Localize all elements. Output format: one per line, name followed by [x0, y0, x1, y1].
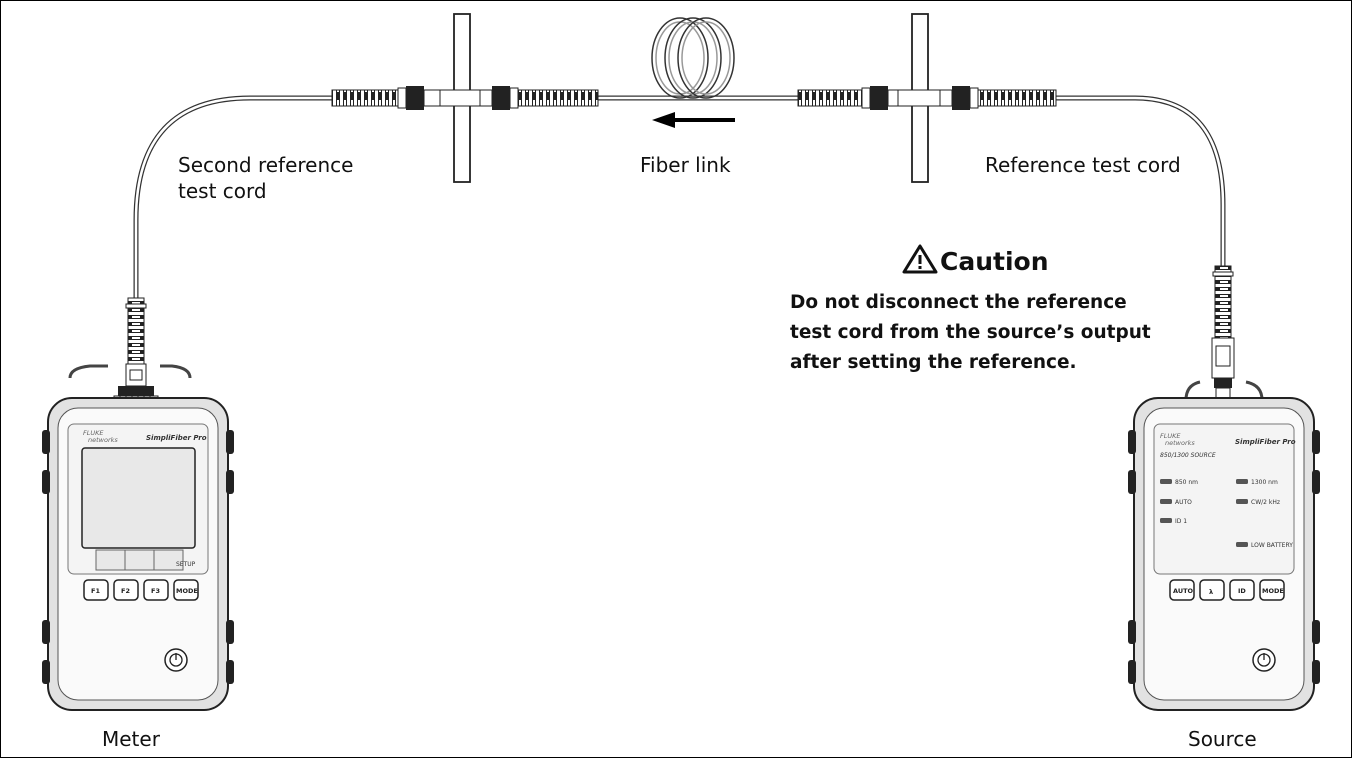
meter-setup-label: SETUP	[176, 561, 196, 568]
connector-right-outer	[939, 86, 1057, 110]
source-key-lambda[interactable]: λ	[1209, 588, 1213, 596]
source-model: SimpliFiber Pro	[1235, 438, 1296, 446]
meter-key-f2[interactable]: F2	[121, 587, 130, 595]
led-auto-label: AUTO	[1175, 499, 1192, 506]
connector-right-inner	[797, 86, 909, 110]
led-1300-label: 1300 nm	[1251, 479, 1278, 486]
left-coupler	[439, 13, 485, 183]
second-reference-label-1: Second reference	[178, 153, 353, 177]
source-brand-sub: networks	[1165, 439, 1195, 447]
fiber-spool	[651, 17, 735, 99]
connector-left-inner	[479, 86, 599, 110]
caution-line-2: test cord from the source’s output	[790, 322, 1151, 343]
connector-left-outer	[331, 86, 455, 110]
source-key-auto[interactable]: AUTO	[1173, 587, 1194, 595]
meter-key-f1[interactable]: F1	[91, 587, 100, 595]
source-led-panel: 850 nm 1300 nm AUTO CW/2 kHz ID 1 LOW BA…	[1160, 479, 1293, 549]
meter-model: SimpliFiber Pro	[146, 434, 207, 442]
source-label: Source	[1188, 727, 1257, 751]
led-cw-label: CW/2 kHz	[1251, 499, 1280, 506]
source-brand: FLUKE	[1160, 432, 1181, 440]
led-850-label: 850 nm	[1175, 479, 1198, 486]
meter-device: FLUKE networks SimpliFiber Pro SETUP F1 …	[42, 364, 234, 711]
led-battery-label: LOW BATTERY	[1251, 542, 1293, 549]
meter-key-f3[interactable]: F3	[151, 587, 160, 595]
source-subtitle: 850/1300 SOURCE	[1160, 452, 1216, 459]
source-device: FLUKE networks SimpliFiber Pro 850/1300 …	[1128, 380, 1320, 711]
source-power-icon[interactable]	[1252, 648, 1276, 672]
led-id-label: ID 1	[1175, 518, 1187, 525]
caution-title: Caution	[940, 247, 1049, 276]
power-icon[interactable]	[164, 648, 188, 672]
meter-key-mode[interactable]: MODE	[176, 587, 198, 595]
warning-triangle-icon	[902, 244, 938, 274]
source-key-mode[interactable]: MODE	[1262, 587, 1284, 595]
fiber-link-label: Fiber link	[640, 153, 731, 177]
source-key-id[interactable]: ID	[1238, 587, 1246, 595]
meter-label: Meter	[102, 727, 161, 751]
meter-brand: FLUKE	[83, 429, 104, 437]
right-coupler	[897, 13, 943, 183]
left-arrow-icon	[652, 112, 735, 128]
meter-screen	[81, 447, 196, 549]
caution-line-1: Do not disconnect the reference	[790, 292, 1127, 313]
reference-test-cord-label: Reference test cord	[985, 153, 1181, 177]
meter-brand-sub: networks	[88, 436, 118, 444]
caution-line-3: after setting the reference.	[790, 352, 1077, 373]
source-keypad: AUTO λ ID MODE	[1169, 579, 1285, 601]
source-connector	[1211, 265, 1235, 399]
second-reference-label-2: test cord	[178, 179, 267, 203]
meter-keypad: F1 F2 F3 MODE	[83, 579, 199, 601]
reference-test-cord	[1055, 95, 1226, 270]
